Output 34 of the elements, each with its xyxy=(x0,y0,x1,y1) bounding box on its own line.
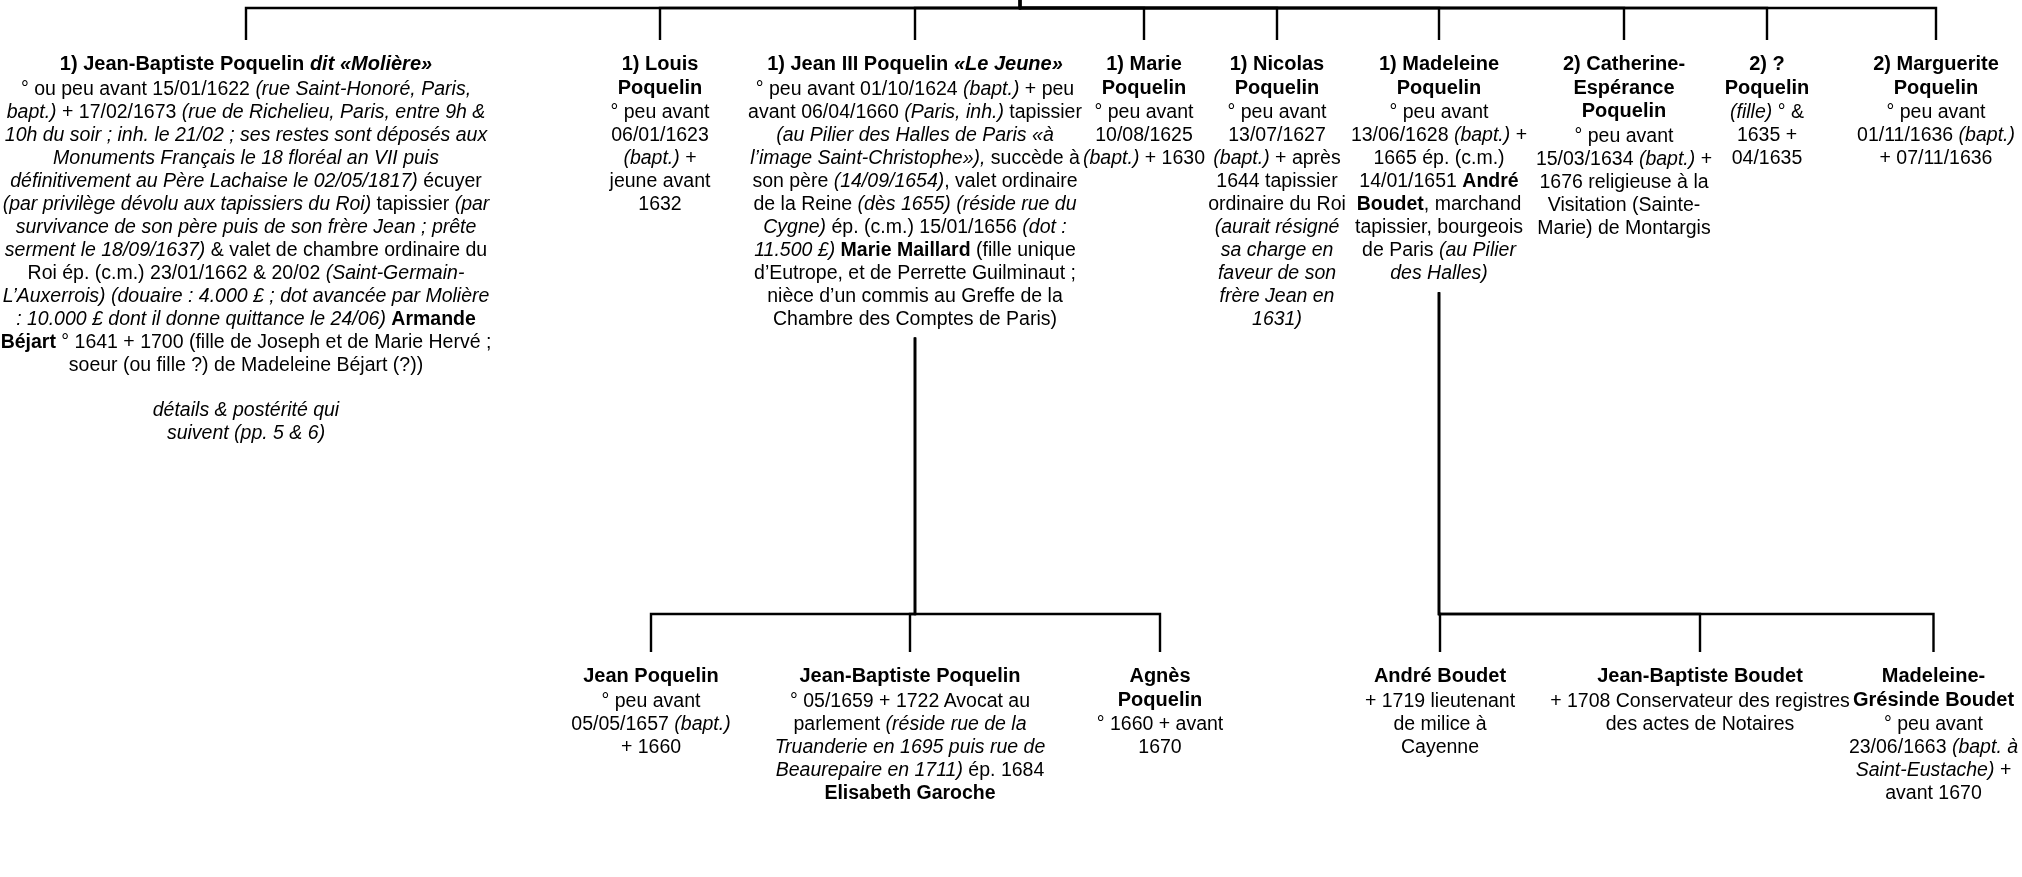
person-name: 1) Marie Poquelin xyxy=(1100,52,1188,100)
person-name: Jean-Baptiste Boudet xyxy=(1596,664,1804,688)
person-name: 1) Madeleine Poquelin xyxy=(1377,52,1500,100)
biography-text: ° peu avant 15/03/1634 (bapt.) + 1676 religieuse à la Visitation (Sainte-Marie) de Montargis xyxy=(1535,123,1713,239)
biography-text: ° peu avant 13/07/1627 (bapt.) + après 1644 tapissier ordinaire du Roi (aurait résigné sa charge en faveur de son frère Jean en 1631) xyxy=(1208,100,1346,331)
biography-text: (fille) ° & 1635 + 04/1635 xyxy=(1729,100,1805,170)
person-name: 1) Louis Poquelin xyxy=(616,52,704,100)
biography-text: ° 05/1659 + 1722 Avocat au parlement (réside rue de la Truanderie en 1695 puis rue de Beaurepaire en 1711) ép. 1684 Elisabeth Garoche xyxy=(773,688,1047,804)
biography-text: + 1708 Conservateur des registres des actes de Notaires xyxy=(1550,688,1850,735)
biography-text: ° peu avant 01/11/1636 (bapt.) + 07/11/1636 xyxy=(1856,100,2016,170)
person-name: Jean-Baptiste Poquelin xyxy=(798,664,1022,688)
biography-text: ° peu avant 23/06/1663 (bapt. à Saint-Eustache) + avant 1670 xyxy=(1847,712,2020,805)
person-name: 1) Jean-Baptiste Poquelin dit «Molière» xyxy=(58,52,434,76)
biography-text: ° peu avant 13/06/1628 (bapt.) + 1665 ép. (c.m.) 14/01/1651 André Boudet, marchand tapissier, bourgeois de Paris (au Pilier des Halles) xyxy=(1350,100,1528,285)
biography-text: ° peu avant 10/08/1625 (bapt.) + 1630 xyxy=(1082,100,1206,170)
person-name: 1) Nicolas Poquelin xyxy=(1228,52,1326,100)
biography-text: ° 1660 + avant 1670 xyxy=(1095,712,1225,759)
biography-text: ° peu avant 05/05/1657 (bapt.) + 1660 xyxy=(570,688,732,758)
person-name: Agnès Poquelin xyxy=(1116,664,1204,712)
person-name: Jean Poquelin xyxy=(582,664,720,688)
person-name: 1) Jean III Poquelin «Le Jeune» xyxy=(766,52,1064,76)
person-name: 2) Marguerite Poquelin xyxy=(1872,52,2000,100)
family-line xyxy=(1437,292,1935,652)
person-name: André Boudet xyxy=(1372,664,1508,688)
person-name: 2) ? Poquelin xyxy=(1723,52,1811,100)
family-line xyxy=(913,337,1162,652)
biography-text: ° peu avant 01/10/1624 (bapt.) + peu avant 06/04/1660 (Paris, inh.) tapissier (au Pilier des Halles de Paris «à l’image Saint-Christophe»), succède à son père (14/09/1654), valet ordinaire de la Reine (dès 1655) (réside rue du Cygne) ép. (c.m.) 15/01/1656 (dot : 11.500 £) Marie Maillard (fille unique d’Eutrope, et de Perrette Guilminaut ; nièce d’un commis au Greffe de la Chambre des Comptes de Paris) xyxy=(747,76,1083,330)
person-name: Madeleine-Grésinde Boudet xyxy=(1851,664,2016,712)
person-name: 2) Catherine-Espérance Poquelin xyxy=(1561,52,1687,123)
note-text: détails & postérité qui suivent (pp. 5 & 6) xyxy=(151,397,341,444)
biography-text: ° peu avant 06/01/1623 (bapt.) + jeune avant 1632 xyxy=(608,100,712,216)
biography-text: + 1719 lieutenant de milice à Cayenne xyxy=(1363,688,1517,758)
family-line xyxy=(1018,0,1938,40)
biography-text: ° ou peu avant 15/01/1622 (rue Saint-Honoré, Paris, bapt.) + 17/02/1673 (rue de Richelieu, Paris, entre 9h & 10h du soir ; inh. le 21/02 ; ses restes sont déposés aux Monuments Français le 18 floréal an VII puis définitivement au Père Lachaise le 02/05/1817) écuyer (par privilège dévolu aux tapissiers du Roi) tapissier (par survivance de son père puis de son frère Jean ; prête serment le 18/09/1637) & valet de chambre ordinaire du Roi ép. (c.m.) 23/01/1662 & 20/02 (Saint-Germain-L’Auxerrois) (douaire : 4.000 £ ; dot avancée par Molière : 10.000 £ dont il donne quittance le 24/06) Armande Béjart ° 1641 + 1700 (fille de Joseph et de Marie Hervé ; soeur (ou fille ?) de Madeleine Béjart (?)) xyxy=(0,76,492,376)
